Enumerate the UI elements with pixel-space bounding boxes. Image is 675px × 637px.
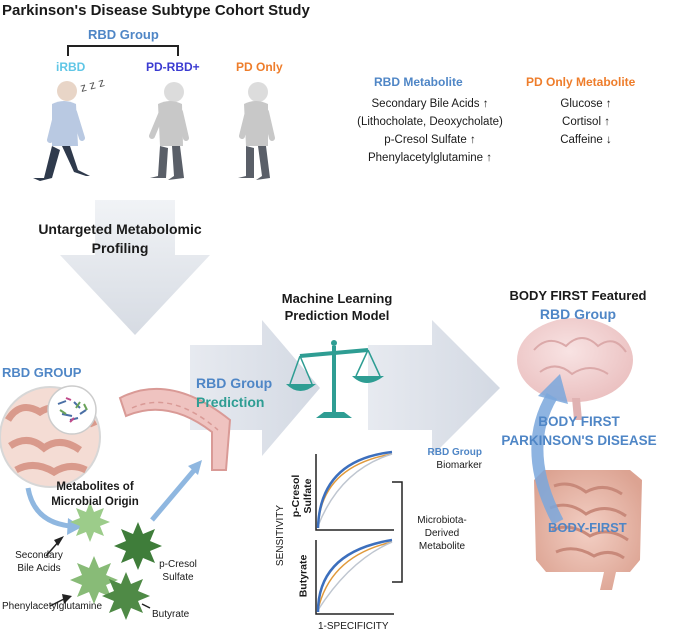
prediction-arrow-line: Prediction bbox=[196, 394, 265, 410]
pd-rbd-person-figure bbox=[149, 82, 189, 180]
model-to-outcome-arrow bbox=[368, 320, 500, 456]
page-title: Parkinson's Disease Subtype Cohort Study bbox=[2, 2, 310, 19]
microbial-origin-label: Metabolites of Microbial Origin bbox=[40, 480, 150, 510]
metabolite-label-line: p-Cresol bbox=[159, 559, 197, 570]
roc-legend-line: RBD Group bbox=[427, 447, 482, 458]
roc-panel-p-cresol bbox=[315, 450, 394, 531]
roc-xlabel: 1-SPECIFICITY bbox=[318, 621, 389, 632]
rbd-metabolite-item: Secondary Bile Acids ↑ bbox=[371, 98, 489, 110]
roc-panel-label-line: Sulfate bbox=[302, 478, 314, 514]
secondary-bile-acids-shape bbox=[70, 502, 110, 542]
rbd-group-bracket bbox=[67, 45, 179, 56]
butyrate-shape bbox=[102, 572, 150, 620]
body-first-subheading: RBD Group bbox=[539, 306, 617, 322]
pd-only-metabolite-list: Glucose ↑ Cortisol ↑ Caffeine ↓ bbox=[536, 95, 636, 149]
ml-model-line: Prediction Model bbox=[284, 308, 390, 323]
prediction-arrow-label: RBD Group Prediction bbox=[196, 374, 306, 412]
intestines-illustration bbox=[534, 470, 642, 590]
body-first-heading-line: BODY FIRST Featured bbox=[509, 288, 647, 303]
rbd-metabolite-item: p-Cresol Sulfate ↑ bbox=[384, 134, 476, 146]
roc-legend-rbd: RBD Group Biomarker bbox=[412, 446, 482, 472]
microbial-origin-line: Metabolites of bbox=[56, 481, 134, 493]
pd-only-metabolite-heading: PD Only Metabolite bbox=[526, 75, 636, 89]
rbd-group-gut-illustration bbox=[0, 385, 101, 488]
body-first-heading: BODY FIRST Featured RBD Group bbox=[488, 287, 668, 323]
roc-legend-bracket bbox=[392, 481, 403, 583]
balance-scale-icon bbox=[286, 340, 384, 418]
roc-legend-microbiota: Microbiota- Derived Metabolite bbox=[404, 514, 480, 553]
gut-to-metabolites-arrow bbox=[25, 487, 71, 529]
rbd-group-panel-heading: RBD GROUP bbox=[2, 365, 82, 380]
pd-only-label: PD Only bbox=[236, 60, 283, 74]
roc-panel1-label: p-Cresol Sulfate bbox=[290, 464, 314, 528]
roc-panel-butyrate bbox=[315, 538, 394, 615]
butyrate-label: Butyrate bbox=[152, 609, 190, 620]
pd-rbd-label: PD-RBD+ bbox=[146, 60, 200, 74]
body-first-curved-arrow bbox=[531, 392, 564, 525]
rbd-metabolite-heading: RBD Metabolite bbox=[374, 75, 463, 89]
metabolite-label-line: Bile Acids bbox=[17, 563, 61, 574]
body-first-gut-label: BODY-FIRST bbox=[548, 520, 627, 535]
metabolite-label-line: Secondary bbox=[15, 550, 63, 561]
roc-legend-line: Metabolite bbox=[418, 541, 466, 552]
metabolites-to-vessel-arrow bbox=[150, 466, 198, 522]
microbial-origin-line: Microbial Origin bbox=[51, 496, 139, 508]
phenylacetylglutamine-shape bbox=[70, 556, 118, 604]
blood-vessel-illustration bbox=[118, 387, 232, 471]
profiling-down-arrow bbox=[60, 200, 210, 335]
brain-illustration bbox=[517, 318, 633, 420]
profiling-label-line: Untargeted Metabolomic bbox=[38, 221, 202, 237]
roc-legend-line: Derived bbox=[424, 528, 460, 539]
body-first-pd-line: PARKINSON'S DISEASE bbox=[501, 433, 657, 448]
phenylacetylglutamine-label: Phenylacetylglutamine bbox=[2, 601, 103, 612]
p-cresol-sulfate-label: p-Cresol Sulfate bbox=[150, 558, 206, 584]
pd-only-metabolite-item: Glucose ↑ bbox=[560, 98, 612, 110]
rbd-metabolite-list: Secondary Bile Acids ↑ (Lithocholate, De… bbox=[330, 95, 530, 167]
pd-only-person-figure bbox=[238, 82, 275, 180]
p-cresol-sulfate-shape bbox=[114, 522, 162, 570]
roc-legend-line: Biomarker bbox=[436, 460, 482, 471]
rbd-metabolite-item: Phenylacetylglutamine ↑ bbox=[367, 152, 492, 164]
irbd-label: iRBD bbox=[56, 60, 86, 74]
roc-ylabel: SENSITIVITY bbox=[275, 504, 287, 567]
pd-only-metabolite-item: Cortisol ↑ bbox=[562, 116, 610, 128]
profiling-label-line: Profiling bbox=[91, 240, 149, 256]
pd-only-metabolite-item: Caffeine ↓ bbox=[560, 134, 612, 146]
body-first-pd-line: BODY FIRST bbox=[538, 414, 620, 429]
ml-model-line: Machine Learning bbox=[281, 291, 393, 306]
ml-model-label: Machine Learning Prediction Model bbox=[272, 290, 402, 324]
rbd-group-label: RBD Group bbox=[88, 27, 159, 42]
irbd-person-figure bbox=[33, 81, 90, 181]
metabolite-label-line: Sulfate bbox=[162, 572, 194, 583]
rbd-metabolite-item: (Lithocholate, Deoxycholate) bbox=[357, 116, 503, 128]
body-first-pd-label: BODY FIRST PARKINSON'S DISEASE bbox=[484, 412, 674, 450]
secondary-bile-acids-label: Secondary Bile Acids bbox=[4, 549, 74, 575]
roc-legend-line: Microbiota- bbox=[417, 515, 467, 526]
roc-panel-label-line: p-Cresol bbox=[290, 474, 302, 518]
profiling-label: Untargeted Metabolomic Profiling bbox=[0, 220, 240, 258]
prediction-arrow-line: RBD Group bbox=[196, 375, 273, 391]
roc-panel2-label: Butyrate bbox=[297, 554, 310, 598]
